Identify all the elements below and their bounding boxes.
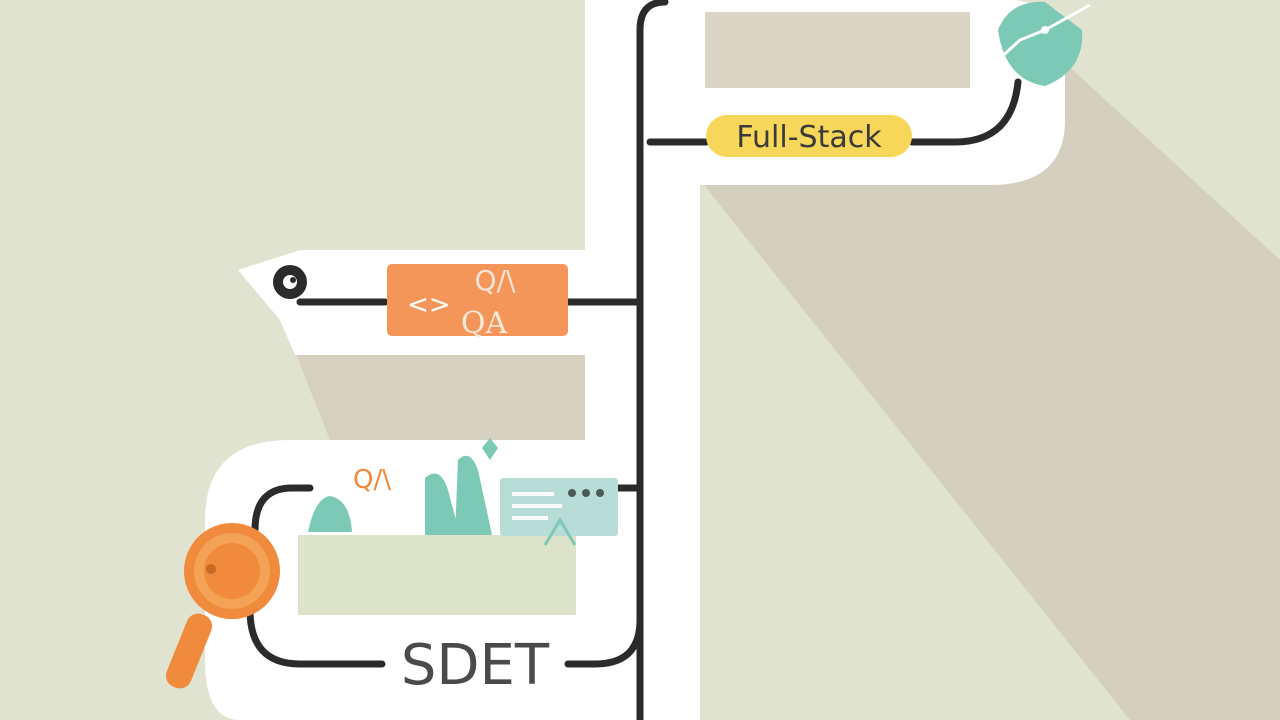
top-panel xyxy=(705,12,970,88)
chart-card-icon xyxy=(500,478,618,546)
teal-shapes-icon: Q/\ xyxy=(308,438,498,535)
code-brackets-icon: <> xyxy=(407,290,451,320)
sdet-scribble: Q/\ xyxy=(353,465,391,495)
magnifier-icon xyxy=(165,523,280,689)
target-eye-icon xyxy=(273,265,307,299)
teal-leaf-icon xyxy=(983,1,1091,86)
fullstack-label: Full-Stack xyxy=(736,120,882,155)
qa-label: QA xyxy=(461,306,508,341)
path-lines xyxy=(246,0,1022,720)
fullstack-badge: Full-Stack xyxy=(706,115,912,157)
qa-badge: <> Q/\ QA xyxy=(387,264,568,341)
sdet-label: SDET xyxy=(401,633,550,698)
bottom-panel xyxy=(298,535,576,615)
qa-scribble: Q/\ xyxy=(475,264,516,297)
